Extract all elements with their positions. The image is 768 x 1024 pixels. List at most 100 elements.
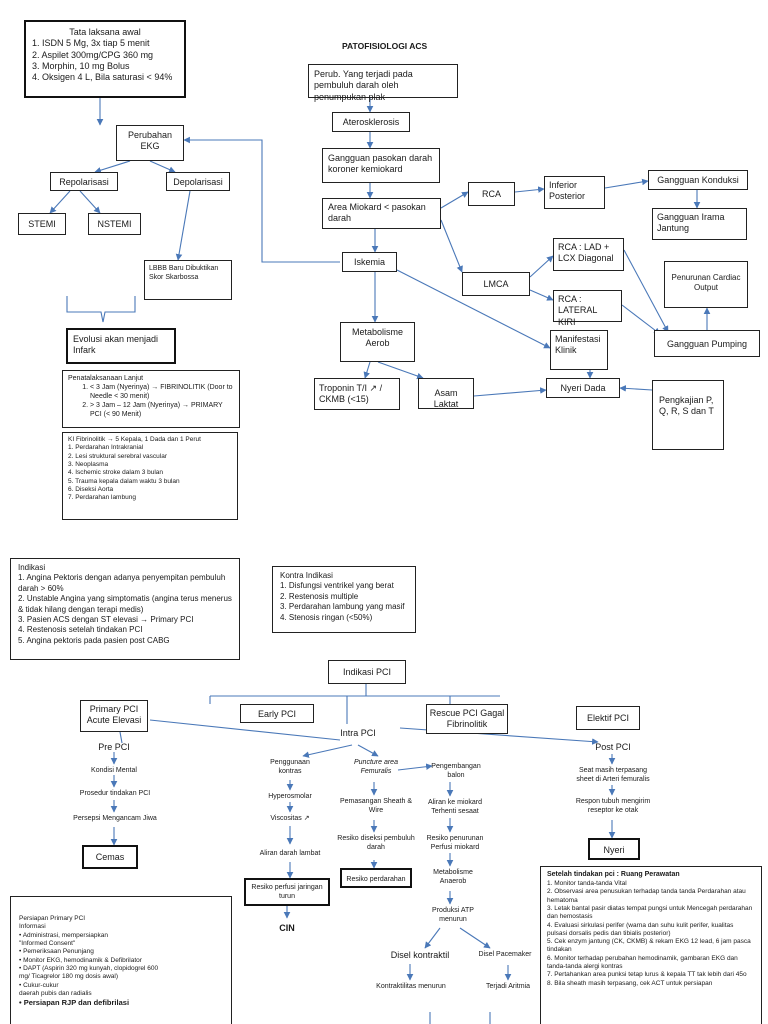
indication-item: 3. Pasien ACS dengan ST elevasi → Primar… bbox=[18, 614, 194, 624]
contraindication-item: 3. Perdarahan lambung yang masif bbox=[280, 602, 405, 612]
post-pci-label: Post PCI bbox=[595, 742, 631, 752]
flow-stopped-label: Aliran ke miokard Terhenti sesaat bbox=[427, 799, 483, 816]
fibrinolytic-contraindication-title: KI Fibrinolitik → 5 Kepala, 1 Dada dan 1… bbox=[68, 436, 201, 443]
nstemi-box: NSTEMI bbox=[88, 213, 141, 235]
indication-item: 1. Angina Pektoris dengan adanya penyemp… bbox=[18, 573, 226, 593]
balloon-expansion-label: Pengembangan balon bbox=[431, 763, 481, 780]
initial-management-item: 2. Aspilet 300mg/CPG 360 mg bbox=[32, 49, 154, 60]
myocard-area-box: Area Miokard < pasokan darah bbox=[322, 198, 441, 229]
preparation-item: mg/ Ticagrelor 180 mg dosis awal) bbox=[19, 973, 118, 981]
preparation-item: • Pemeriksaan Penunjang bbox=[19, 948, 94, 956]
rca-lateral-box: RCA : LATERAL KIRI bbox=[553, 290, 622, 327]
preparation-item: • Monitor EKG, hemodinamik & Defibrilato… bbox=[19, 956, 142, 964]
pain-box: Nyeri bbox=[588, 838, 640, 860]
repolarization-box: Repolarisasi bbox=[50, 172, 118, 191]
post-care-item: 3. Letak bantal pasir diatas tempat pung… bbox=[547, 904, 753, 921]
fibrinolytic-contraindication-item: 6. Diseksi Aorta bbox=[68, 485, 114, 493]
cardiac-output-box: Penurunan Cardiac Output bbox=[664, 261, 748, 308]
advanced-management-item: < 3 Jam (Nyerinya) → FIBRINOLITIK (Door … bbox=[90, 383, 234, 401]
bleeding-risk-box: Resiko perdarahan bbox=[340, 868, 412, 888]
post-care-item: 8. Bila sheath masih terpasang, cek ACT … bbox=[547, 979, 713, 987]
pacemaker-cell-label: Disel Pacemaker bbox=[478, 951, 532, 958]
atherosclerosis-box: Aterosklerosis bbox=[332, 112, 410, 132]
rescue-pci-box: Rescue PCI Gagal Fibrinolitik bbox=[426, 704, 508, 734]
primary-pci-box: Primary PCI Acute Elevasi bbox=[80, 700, 148, 732]
troponin-box: Troponin T/I ↗ / CKMB (<15) bbox=[314, 378, 400, 410]
rhythm-disorder-box: Gangguan Irama Jantung bbox=[652, 208, 747, 240]
intra-pci-label: Intra PCI bbox=[340, 728, 376, 738]
indication-item: 2. Unstable Angina yang simptomatis (ang… bbox=[18, 594, 232, 614]
fibrinolytic-contraindication-item: 2. Lesi struktural serebral vascular bbox=[68, 452, 167, 460]
stemi-box: STEMI bbox=[18, 213, 66, 235]
atp-decrease-label: Produksi ATP menurun bbox=[432, 907, 474, 924]
pci-indication-box: Indikasi PCI bbox=[328, 660, 406, 684]
preparation-item-bold: • Persiapan RJP dan defibrilasi bbox=[19, 998, 130, 1008]
preparation-subtitle: Informasi bbox=[19, 923, 46, 931]
contrast-use-label: Penggunaan kontras bbox=[270, 759, 310, 776]
contraindication-item: 1. Disfungsi ventrikel yang berat bbox=[280, 581, 394, 591]
primary-pci-preparation-box: Persiapan Primary PCI Informasi • Admini… bbox=[10, 896, 232, 1024]
life-threat-label: Persepsi Mengancam Jiwa bbox=[73, 815, 157, 822]
dissection-risk-label: Resiko diseksi pembuluh darah bbox=[337, 835, 415, 852]
arrhythmia-label: Terjadi Aritmia bbox=[486, 983, 530, 990]
preparation-item: • DAPT (Aspirin 320 mg kunyah, clopidogr… bbox=[19, 964, 159, 972]
fibrinolytic-contraindication-item: 3. Neoplasma bbox=[68, 460, 109, 468]
indication-box: Indikasi 1. Angina Pektoris dengan adany… bbox=[10, 558, 240, 660]
fibrinolytic-contraindication-box: KI Fibrinolitik → 5 Kepala, 1 Dada dan 1… bbox=[62, 432, 238, 520]
lactic-acid-box: Asam Laktat bbox=[418, 378, 474, 409]
viscosity-label: Viscositas ↗ bbox=[270, 815, 310, 822]
fibrinolytic-contraindication-item: 5. Trauma kepala dalam waktu 3 bulan bbox=[68, 477, 180, 485]
pci-procedure-label: Prosedur tindakan PCI bbox=[79, 790, 151, 797]
fibrinolytic-contraindication-item: 7. Perdarahan lambung bbox=[68, 494, 136, 502]
plaque-change-box: Perub. Yang terjadi pada pembuluh darah … bbox=[308, 64, 458, 102]
rca-lad-box: RCA : LAD + LCX Diagonal bbox=[553, 238, 624, 271]
rca-box: RCA bbox=[468, 182, 515, 206]
post-care-item: 4. Evaluasi sirkulasi perifer (warna dan… bbox=[547, 921, 734, 937]
preparation-item: "Informed Consent" bbox=[19, 939, 76, 947]
early-pci-box: Early PCI bbox=[240, 704, 314, 723]
clinical-manifestation-box: Manifestasi Klinik bbox=[550, 330, 608, 370]
indication-item: 5. Angina pektoris pada pasien post CABG bbox=[18, 635, 170, 645]
pumping-disorder-box: Gangguan Pumping bbox=[654, 330, 760, 357]
indication-title: Indikasi bbox=[18, 563, 46, 572]
diagram-heading: PATOFISIOLOGI ACS bbox=[342, 41, 428, 51]
infarct-evolution-box: Evolusi akan menjadi Infark bbox=[66, 328, 176, 364]
post-care-item: 1. Monitor tanda-tanda Vital bbox=[547, 879, 627, 887]
post-care-item: 7. Pertahankan area punksi tetap lurus &… bbox=[547, 971, 747, 979]
preparation-item: • Cukur-cukur bbox=[19, 981, 59, 989]
chest-pain-box: Nyeri Dada bbox=[546, 378, 620, 398]
contraindication-title: Kontra Indikasi bbox=[280, 571, 333, 580]
lbbb-box: LBBB Baru Dibuktikan Skor Skarbossa bbox=[144, 260, 232, 300]
preparation-title: Persiapan Primary PCI bbox=[19, 915, 86, 922]
initial-management-item: 1. ISDN 5 Mg, 3x tiap 5 menit bbox=[32, 38, 150, 49]
sheath-wire-label: Pemasangan Sheath & Wire bbox=[340, 798, 412, 815]
fibrinolytic-contraindication-item: 1. Perdarahan Intrakranial bbox=[68, 444, 144, 452]
ischemia-box: Iskemia bbox=[342, 252, 397, 272]
advanced-management-box: Penatalaksanaan Lanjut < 3 Jam (Nyerinya… bbox=[62, 370, 240, 428]
sheath-remaining-label: Seat masih terpasang sheet di Arteri fem… bbox=[576, 767, 650, 784]
conduction-disorder-box: Gangguan Konduksi bbox=[648, 170, 748, 190]
initial-management-item: 3. Morphin, 10 mg Bolus bbox=[32, 60, 130, 71]
post-care-item: 6. Monitor terhadap perubahan hemodinami… bbox=[547, 954, 738, 971]
elective-pci-box: Elektif PCI bbox=[576, 706, 640, 730]
cin-label: CIN bbox=[279, 923, 295, 933]
initial-management-item: 4. Oksigen 4 L, Bila saturasi < 94% bbox=[32, 72, 173, 82]
initial-management-title: Tata laksana awal bbox=[69, 27, 141, 37]
mental-condition-label: Kondisi Mental bbox=[91, 767, 137, 774]
anaerobic-metabolism-label: Metabolisme Anaerob bbox=[433, 869, 473, 886]
preparation-item: • Administrasi, mempersiapkan bbox=[19, 931, 108, 939]
contraindication-box: Kontra Indikasi 1. Disfungsi ventrikel y… bbox=[272, 566, 416, 633]
assessment-pqrst-box: Pengkajian P, Q, R, S dan T bbox=[652, 380, 724, 450]
lmca-box: LMCA bbox=[462, 272, 530, 296]
post-procedure-care-box: Setelah tindakan pci : Ruang Perawatan 1… bbox=[540, 866, 762, 1024]
contraindication-item: 4. Stenosis ringan (<50%) bbox=[280, 612, 373, 622]
fibrinolytic-contraindication-item: 4. Ischemic stroke dalam 3 bulan bbox=[68, 469, 164, 477]
depolarization-box: Depolarisasi bbox=[166, 172, 230, 191]
post-care-item: 2. Observasi area penusukan terhadap tan… bbox=[547, 888, 746, 904]
blood-supply-disorder-box: Gangguan pasokan darah koroner kemiokard bbox=[322, 148, 440, 183]
body-response-label: Respon tubuh mengirim reseptor ke otak bbox=[575, 798, 651, 815]
advanced-management-title: Penatalaksanaan Lanjut bbox=[68, 375, 144, 382]
indication-item: 4. Restenosis setelah tindakan PCI bbox=[18, 625, 143, 635]
perfusion-decrease-label: Resiko penurunan Perfusi miokard bbox=[426, 835, 484, 852]
